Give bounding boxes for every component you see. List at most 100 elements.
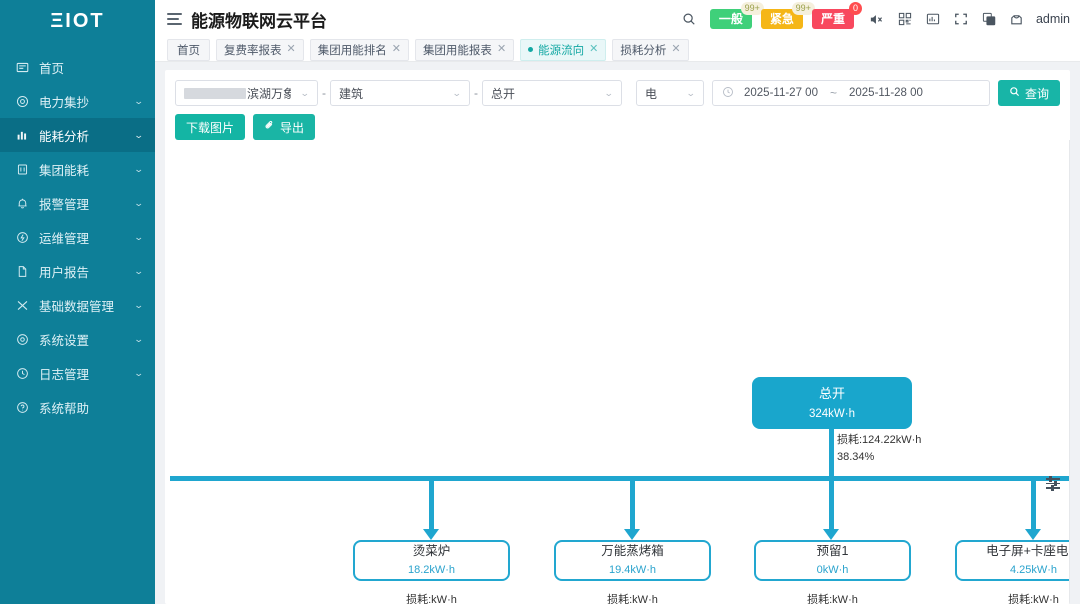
- alert-badge-urgent-count: 99+: [791, 2, 815, 15]
- close-icon[interactable]: ✕: [391, 43, 401, 55]
- sidebar-nav: 首页 电力集抄 ⌄ 能耗分析 ⌄ 集团能耗: [0, 42, 155, 424]
- node-name: 电子屏+卡座电视: [986, 544, 1070, 559]
- sidebar-item-help[interactable]: 系统帮助: [0, 390, 155, 424]
- sidebar-item-power-meter[interactable]: 电力集抄 ⌄: [0, 84, 155, 118]
- wrench-icon: [14, 229, 31, 246]
- chevron-down-icon: ⌄: [134, 367, 145, 378]
- node-value: 18.2kW·h: [407, 563, 456, 576]
- content-area: 滨湖万象汇店 ⌄ - 建筑 ⌄ - 总开 ⌄ 电: [155, 62, 1080, 604]
- query-button[interactable]: 查询: [998, 80, 1061, 106]
- category-select[interactable]: 建筑 ⌄: [330, 80, 470, 106]
- sidebar-item-alarm[interactable]: 报警管理 ⌄: [0, 186, 155, 220]
- bar-chart-icon: [14, 127, 31, 144]
- qrcode-icon[interactable]: [896, 10, 914, 28]
- paperclip-icon: [264, 120, 275, 134]
- store-select[interactable]: 滨湖万象汇店 ⌄: [175, 80, 318, 106]
- sidebar-item-system-settings[interactable]: 系统设置 ⌄: [0, 322, 155, 356]
- energy-flow-diagram[interactable]: 总开 324kW·h 损耗:124.22kW·h 38.34%: [165, 140, 1070, 604]
- sidebar-item-label: 系统设置: [39, 333, 90, 348]
- alert-badge-severe-count: 0: [848, 2, 862, 15]
- active-dot-icon: [528, 47, 534, 52]
- sidebar-item-label: 首页: [39, 61, 65, 76]
- diagram-drop-3: [829, 479, 834, 531]
- diagram-node-leaf-3[interactable]: 预留1 0kW·h: [754, 540, 911, 581]
- download-image-button[interactable]: 下载图片: [175, 114, 246, 140]
- fullscreen-icon[interactable]: [952, 10, 970, 28]
- top-bar-right: 一般 99+ 紧急 99+ 严重 0: [680, 2, 1070, 29]
- sidebar-item-label: 系统帮助: [39, 401, 90, 416]
- export-button[interactable]: 导出: [253, 114, 316, 140]
- close-icon[interactable]: ✕: [671, 43, 681, 55]
- leaf-loss-value: 损耗:kW·h: [406, 594, 457, 604]
- tab-label: 损耗分析: [620, 44, 667, 57]
- energy-type-select[interactable]: 电 ⌄: [636, 80, 704, 106]
- tab-rate-report[interactable]: 复费率报表 ✕: [216, 38, 304, 61]
- tab-loss-analysis[interactable]: 损耗分析 ✕: [612, 38, 689, 61]
- root-loss-value: 损耗:124.22kW·h: [837, 434, 922, 446]
- close-icon[interactable]: ✕: [496, 43, 507, 55]
- node-name: 万能蒸烤箱: [601, 544, 664, 559]
- user-name[interactable]: admin: [1035, 12, 1070, 26]
- node-value: 324kW·h: [808, 408, 856, 421]
- search-icon[interactable]: [680, 10, 698, 28]
- meter-icon: [14, 93, 31, 110]
- sidebar: ΞIOT 首页 电力集抄 ⌄ 能耗分析 ⌄: [0, 0, 155, 604]
- diagram-drop-4: [1031, 479, 1036, 531]
- diagram-arrow-2: [624, 529, 640, 540]
- tab-energy-flow[interactable]: 能源流向 ✕: [520, 38, 607, 61]
- sidebar-item-operations[interactable]: 运维管理 ⌄: [0, 220, 155, 254]
- top-bar: 能源物联网云平台 一般 99+ 紧急 99+ 严重: [155, 0, 1080, 38]
- brand-logo: ΞIOT: [50, 9, 105, 32]
- circuit-select[interactable]: 总开 ⌄: [482, 80, 622, 106]
- chevron-down-icon: ⌄: [134, 333, 145, 344]
- close-icon[interactable]: ✕: [589, 43, 599, 55]
- node-name: 烫菜炉: [412, 544, 451, 559]
- theme-shirt-icon[interactable]: [1008, 10, 1026, 28]
- tab-group-energy-ranking[interactable]: 集团用能排名 ✕: [309, 38, 409, 61]
- sidebar-item-group-energy[interactable]: 集团能耗 ⌄: [0, 152, 155, 186]
- leaf-loss-3: 损耗:kW·h %: [754, 592, 911, 604]
- sidebar-item-home[interactable]: 首页: [0, 50, 155, 84]
- alert-badge-urgent[interactable]: 紧急: [760, 9, 803, 29]
- leaf-loss-2: 损耗:kW·h %: [554, 592, 711, 604]
- diagram-node-leaf-2[interactable]: 万能蒸烤箱 19.4kW·h: [554, 540, 711, 581]
- node-value: 0kW·h: [816, 563, 849, 576]
- sidebar-item-log[interactable]: 日志管理 ⌄: [0, 356, 155, 390]
- close-icon[interactable]: ✕: [286, 43, 296, 55]
- alert-badge-general-wrap: 一般 99+: [709, 2, 764, 29]
- diagram-node-leaf-4[interactable]: 电子屏+卡座电视 4.25kW·h: [955, 540, 1070, 581]
- help-icon: [14, 399, 31, 416]
- sidebar-item-user-report[interactable]: 用户报告 ⌄: [0, 254, 155, 288]
- screenshot-icon[interactable]: [924, 10, 942, 28]
- alert-badge-severe[interactable]: 严重: [811, 9, 854, 29]
- leaf-loss-1: 损耗:kW·h %: [353, 592, 510, 604]
- alert-badge-general[interactable]: 一般: [709, 9, 752, 29]
- sidebar-item-label: 能耗分析: [39, 129, 90, 144]
- mute-icon[interactable]: [868, 10, 886, 28]
- diagram-node-leaf-1[interactable]: 烫菜炉 18.2kW·h: [353, 540, 510, 581]
- root-loss-percent: 38.34%: [837, 451, 875, 464]
- circuit-select-value: 总开: [491, 86, 516, 101]
- tab-label: 能源流向: [538, 44, 585, 57]
- tab-home[interactable]: 首页: [167, 38, 210, 61]
- sidebar-item-label: 报警管理: [39, 197, 90, 212]
- hamburger-icon[interactable]: [167, 12, 183, 26]
- language-icon[interactable]: [980, 10, 998, 28]
- date-range-picker[interactable]: 2025-11-27 00 ~ 2025-11-28 00: [712, 80, 990, 106]
- tab-group-energy-report[interactable]: 集团用能报表 ✕: [414, 38, 515, 61]
- database-icon: [14, 297, 31, 314]
- sidebar-item-label: 日志管理: [39, 367, 90, 382]
- tab-label: 集团用能报表: [422, 44, 492, 57]
- diagram-node-root[interactable]: 总开 324kW·h: [752, 377, 912, 429]
- root-loss-label: 损耗:124.22kW·h 38.34%: [837, 432, 921, 466]
- sliders-icon[interactable]: [1046, 476, 1060, 492]
- alert-badge-general-count: 99+: [740, 2, 764, 15]
- sidebar-item-energy-analysis[interactable]: 能耗分析 ⌄: [0, 118, 155, 152]
- leaf-loss-value: 损耗:kW·h: [607, 594, 658, 604]
- diagram-drop-1: [429, 479, 434, 531]
- date-start-value: 2025-11-27 00: [744, 87, 818, 99]
- chevron-down-icon: ⌄: [686, 87, 697, 98]
- diagram-drop-2: [630, 479, 635, 531]
- sidebar-item-base-data[interactable]: 基础数据管理 ⌄: [0, 288, 155, 322]
